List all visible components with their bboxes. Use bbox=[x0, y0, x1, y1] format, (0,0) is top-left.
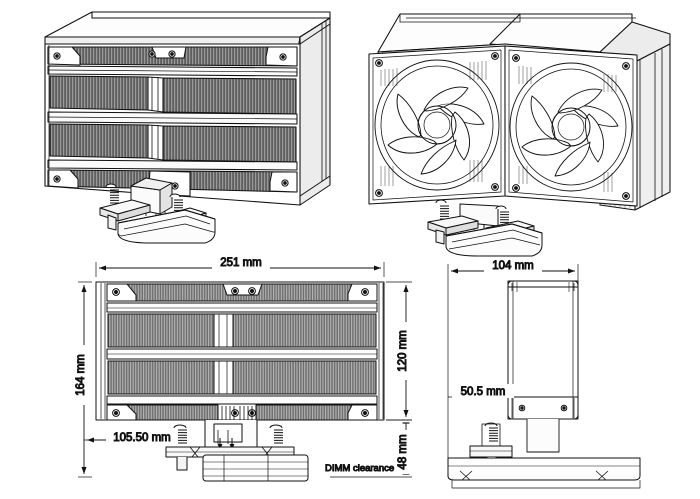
fan-frame-right bbox=[504, 45, 638, 207]
dimm-clearance-label: DIMM clearance bbox=[325, 463, 394, 474]
dim-label-251: 251 mm bbox=[220, 257, 262, 269]
mounting-bracket-iso-2 bbox=[427, 199, 543, 257]
dim-label-50-5: 50.5 mm bbox=[461, 386, 506, 398]
dim-label-120: 120 mm bbox=[397, 330, 409, 372]
front-mount-assembly bbox=[165, 420, 309, 482]
mounting-bracket-iso bbox=[99, 177, 216, 244]
front-view-dimensions: 251 mm 164 mm 120 mm 48 mm DIMM clearanc… bbox=[75, 256, 414, 478]
side-view-dimensions: 104 mm 50.5 mm bbox=[447, 259, 579, 458]
dim-label-164: 164 mm bbox=[75, 354, 87, 396]
isometric-view-fan-side bbox=[368, 13, 671, 257]
dim-label-105-50: 105.50 mm bbox=[113, 432, 171, 444]
dim-label-104: 104 mm bbox=[492, 260, 534, 272]
isometric-view-fin-side bbox=[44, 11, 331, 244]
side-orthographic-view bbox=[447, 280, 641, 489]
fan-frame-left bbox=[368, 45, 506, 205]
dim-label-48: 48 mm bbox=[397, 434, 409, 469]
front-orthographic-view bbox=[95, 281, 385, 482]
